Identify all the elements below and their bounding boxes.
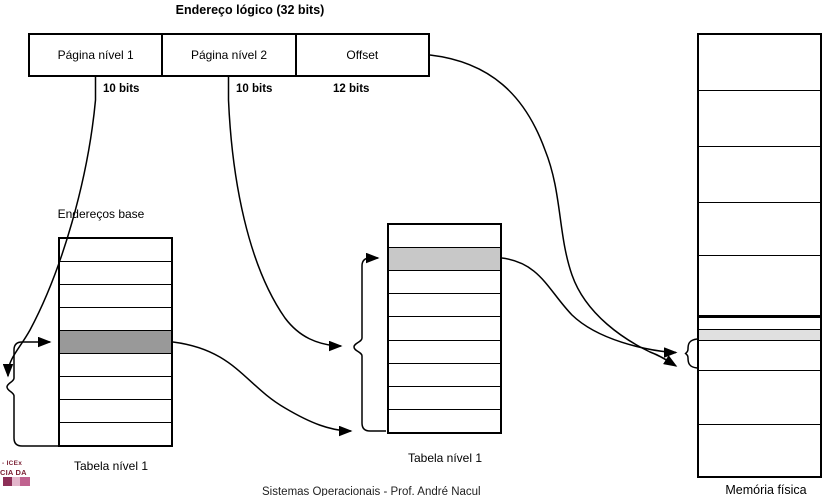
memory-frame	[699, 146, 820, 202]
brace-memory-target	[684, 338, 698, 369]
arrow-level1-entry-to-level2-table	[172, 341, 353, 437]
table-row	[389, 385, 500, 409]
table-row	[60, 353, 171, 376]
logo-mark-dark-segment	[3, 477, 12, 486]
arrow-base-plus-index-level1	[6, 336, 58, 447]
arrow-frame-to-memory	[501, 257, 678, 358]
level1-table-caption: Tabela nível 1	[73, 459, 149, 473]
logical-address-title: Endereço lógico (32 bits)	[175, 3, 325, 17]
memory-frame	[699, 370, 820, 424]
memory-frame	[699, 202, 820, 255]
bit-width-label-level2: 10 bits	[236, 83, 273, 95]
physical-memory-column	[697, 33, 822, 478]
table-row	[389, 408, 500, 432]
address-field-page-level-2: Página nível 2	[161, 35, 294, 75]
table-row	[60, 307, 171, 330]
logo-mark-light-segment	[12, 477, 20, 486]
arrow-base-plus-index-level2	[353, 252, 386, 432]
memory-frame	[699, 35, 820, 90]
slide-footer: Sistemas Operacionais - Prof. André Nacu…	[262, 486, 481, 496]
bit-width-label-level1: 10 bits	[103, 83, 140, 95]
table-row	[389, 316, 500, 339]
level2-table-caption: Tabela nível 1	[407, 451, 483, 465]
logo-ciencia-text: CIA DA	[0, 468, 27, 477]
table-row	[60, 399, 171, 422]
base-addresses-label: Endereços base	[57, 207, 145, 221]
logo-mark	[3, 477, 30, 486]
arrow-page2-index	[227, 77, 343, 352]
highlighted-row-level2	[389, 247, 500, 271]
highlighted-memory-frame	[699, 329, 820, 340]
table-row	[60, 422, 171, 445]
memory-frame	[699, 90, 820, 146]
memory-frame-target	[699, 340, 820, 370]
table-row	[389, 270, 500, 293]
level1-page-table	[58, 237, 173, 447]
physical-memory-caption: Memória física	[725, 483, 807, 496]
table-row	[60, 239, 171, 261]
table-row	[389, 362, 500, 386]
table-row	[60, 261, 171, 284]
table-row	[389, 225, 500, 247]
table-row	[389, 293, 500, 316]
address-field-page-level-1: Página nível 1	[57, 48, 134, 62]
level2-page-table	[387, 223, 502, 434]
bit-width-label-offset: 12 bits	[333, 83, 370, 95]
logical-address-box: Página nível 1 Página nível 2 Offset	[28, 33, 430, 77]
table-row	[60, 284, 171, 307]
table-row	[60, 376, 171, 399]
address-field-offset: Offset	[294, 35, 428, 75]
memory-frame	[699, 424, 820, 476]
logo-icex-text: - ICEx	[2, 460, 23, 467]
memory-frame	[699, 255, 820, 315]
table-row	[389, 339, 500, 363]
memory-frame	[699, 315, 820, 329]
highlighted-row-level1	[60, 330, 171, 353]
